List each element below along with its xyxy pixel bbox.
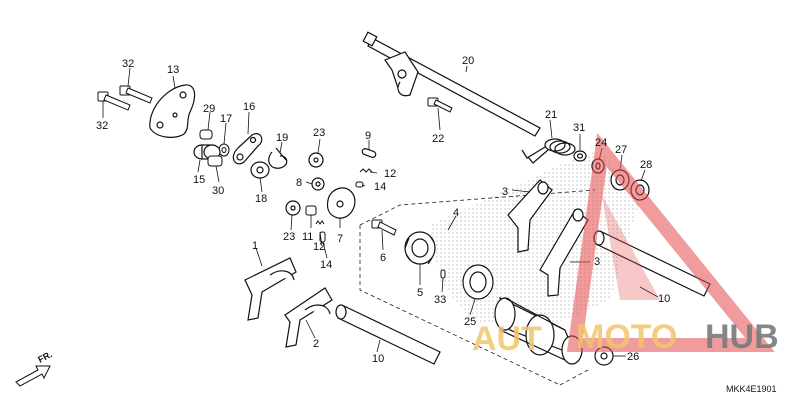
callout-2: 2 bbox=[313, 338, 319, 350]
callout-14a: 14 bbox=[374, 181, 386, 193]
bolt-22 bbox=[427, 97, 453, 113]
pin-33 bbox=[440, 269, 446, 279]
bolt-32-upper bbox=[119, 85, 153, 104]
watermark-text-left: AUT bbox=[472, 320, 542, 358]
callout-21: 21 bbox=[545, 109, 557, 121]
callout-12a: 12 bbox=[384, 168, 396, 180]
callout-11: 11 bbox=[302, 231, 313, 243]
callout-24: 24 bbox=[595, 137, 607, 149]
watermark-triangle bbox=[566, 133, 775, 352]
shift-fork-2 bbox=[284, 287, 333, 348]
callout-3a: 3 bbox=[502, 186, 508, 198]
shift-fork-3-upper bbox=[507, 179, 553, 253]
callout-32a: 32 bbox=[122, 58, 134, 70]
callout-8: 8 bbox=[296, 177, 302, 189]
arm-16 bbox=[232, 133, 263, 165]
callout-20: 20 bbox=[462, 55, 474, 67]
callout-labels: 1 2 3 3 4 5 6 7 8 9 10 10 11 12 12 13 14… bbox=[96, 55, 670, 365]
pin-9 bbox=[361, 148, 377, 158]
spring-12-lower bbox=[315, 220, 325, 225]
callout-23b: 23 bbox=[283, 231, 295, 243]
shift-drum bbox=[494, 296, 583, 365]
callout-13: 13 bbox=[167, 64, 179, 76]
callout-7: 7 bbox=[337, 233, 343, 245]
bolt-32-lower bbox=[97, 91, 131, 111]
stopper-7 bbox=[326, 187, 356, 219]
collar-23-upper bbox=[308, 152, 324, 168]
fork-shaft-10-lower bbox=[335, 304, 441, 365]
fork-shaft-10-upper bbox=[593, 230, 711, 297]
callout-6: 6 bbox=[380, 252, 386, 264]
shift-fork-1 bbox=[244, 257, 297, 321]
collar-30 bbox=[207, 155, 223, 167]
callout-9: 9 bbox=[365, 130, 371, 142]
stopper-plate-13 bbox=[149, 84, 196, 138]
callout-23a: 23 bbox=[313, 127, 325, 139]
callout-19: 19 bbox=[276, 132, 288, 144]
washer-8 bbox=[311, 177, 325, 191]
callout-25: 25 bbox=[464, 316, 476, 328]
callout-14b: 14 bbox=[320, 259, 332, 271]
collar-23-lower bbox=[285, 200, 301, 216]
callout-29: 29 bbox=[203, 103, 215, 115]
callout-16: 16 bbox=[243, 101, 255, 113]
callout-27: 27 bbox=[615, 144, 627, 156]
watermark: AUT MOTO HUB bbox=[472, 133, 779, 358]
spring-21 bbox=[521, 138, 576, 164]
spring-19 bbox=[268, 147, 288, 169]
washer-17 bbox=[218, 143, 230, 157]
callout-31: 31 bbox=[573, 122, 585, 134]
spring-12-upper bbox=[359, 168, 373, 173]
callout-1: 1 bbox=[252, 240, 258, 252]
callout-22: 22 bbox=[432, 133, 444, 145]
callout-28: 28 bbox=[640, 159, 652, 171]
callout-10b: 10 bbox=[372, 353, 384, 365]
bearing-25 bbox=[462, 264, 494, 300]
callout-5: 5 bbox=[417, 287, 423, 299]
callout-4: 4 bbox=[453, 207, 459, 219]
collar-29 bbox=[199, 129, 213, 140]
watermark-text-right: HUB bbox=[705, 318, 779, 356]
shift-fork-3-lower bbox=[539, 208, 589, 297]
clip-31 bbox=[573, 150, 587, 162]
front-arrow-icon: FR. bbox=[15, 349, 54, 387]
front-label: FR. bbox=[36, 349, 53, 365]
callout-30: 30 bbox=[212, 185, 224, 197]
callout-12b: 12 bbox=[313, 241, 325, 253]
drum-center-5 bbox=[404, 231, 436, 265]
diagram-code: MKK4E1901 bbox=[726, 384, 777, 394]
washer-18 bbox=[250, 161, 270, 179]
callout-10a: 10 bbox=[658, 293, 670, 305]
callout-26: 26 bbox=[627, 351, 639, 363]
watermark-text-mid: MOTO bbox=[576, 318, 677, 356]
callout-15: 15 bbox=[193, 174, 205, 186]
collar-11 bbox=[305, 205, 317, 216]
callout-18: 18 bbox=[255, 193, 267, 205]
pin-14-upper bbox=[355, 181, 364, 188]
callout-3b: 3 bbox=[594, 256, 600, 268]
callout-32b: 32 bbox=[96, 120, 108, 132]
callout-33: 33 bbox=[434, 294, 446, 306]
callout-17: 17 bbox=[220, 113, 232, 125]
shift-shaft bbox=[362, 31, 541, 137]
bolt-6 bbox=[371, 219, 397, 236]
